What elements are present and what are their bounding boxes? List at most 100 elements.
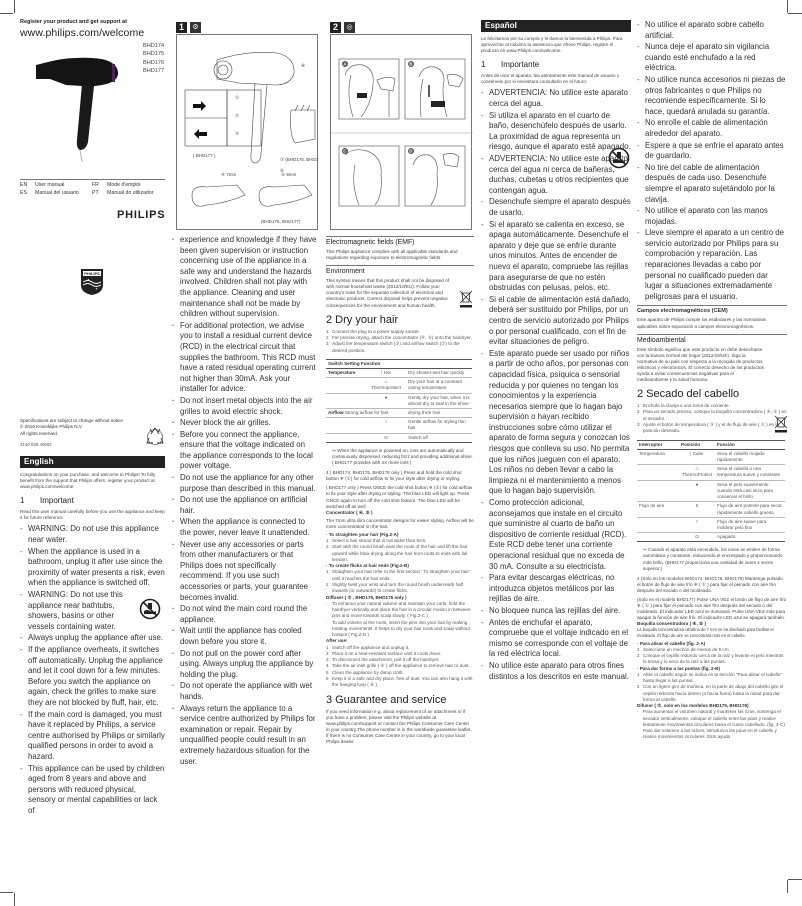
table-cell: ● (679, 479, 715, 502)
warning-item: WARNING: Do not use this appliance near … (20, 590, 165, 632)
section-title: Important (40, 496, 74, 506)
medioambiental-text: Este símbolo significa que este producto… (637, 346, 764, 383)
emf-text: This Philips appliance complies with all… (326, 249, 458, 261)
welcome-url[interactable]: www.philips.com/welcome (20, 27, 145, 39)
warning-item: No enrolle el cable de alimentación alre… (637, 118, 787, 139)
document-number: 3140 035 40662 (20, 442, 52, 447)
advertencias-list: No utilice el aparato sobre cabello arti… (637, 20, 787, 302)
warning-item: For additional protection, we advise you… (172, 321, 318, 395)
section-number: 1 (20, 496, 25, 506)
english-header: English (20, 456, 165, 468)
spec-notice: Specifications are subject to change wit… (20, 418, 123, 423)
no-water-icon (608, 147, 630, 169)
warning-continuation: experience and knowledge if they have be… (172, 235, 318, 320)
crop-mark (0, 13, 13, 14)
lang-code-en: EN (20, 182, 28, 188)
straighten-heading: · To straighten your hair (Fig.2-A) (326, 532, 399, 537)
puntas-heading: · Para dar forma a las puntas (fig. 2-B) (637, 665, 720, 671)
switch-table: Switch Setting Function Temperature⸽ Hot… (326, 358, 472, 443)
dry-hair-heading: 2 Dry your hair (326, 313, 399, 326)
warning-item: Espere a que se enfríe el aparato antes … (637, 141, 787, 162)
table-cell: Dry shower-wet hair quickly (408, 370, 465, 376)
philips-shield-icon: PHILIPS (81, 269, 103, 295)
svg-text:( BHD177 ): ( BHD177 ) (193, 153, 216, 158)
warning-item: Do not insert metal objects into the air… (172, 396, 318, 417)
table-header: Switch Setting Function (326, 358, 472, 370)
table-cell: ♨Thermoprotect (366, 377, 406, 394)
point-item: ·To add volume at the roots, insert the … (326, 619, 470, 638)
step-text: For precise drying, attach the concentra… (332, 334, 472, 340)
svg-text:②: ② (235, 113, 240, 118)
table-cell: Temperature (328, 370, 356, 376)
svg-text:⑤ 9mm: ⑤ 9mm (281, 172, 297, 177)
table-cell: Airflow Strong airflow for fast (326, 408, 406, 418)
secado-heading: 2 Secado del cabello (637, 388, 740, 401)
warning-item: If the main cord is damaged, you must ha… (20, 710, 165, 763)
table-cell: Flujo de aire (637, 501, 679, 518)
ions-note: ↪ When the appliance is powered on, ions… (332, 447, 473, 466)
product-diagram: ⑧ ① ② ③ ⑦ (BHD175, BHD176) ⑥ ④ 7mm ⑤ 9mm… (184, 52, 325, 224)
legal-notice: Specifications are subject to change wit… (20, 418, 123, 437)
warning-item: Si el aparato se calienta en exceso, se … (481, 220, 631, 294)
english-intro: Congratulations on your purchase, and we… (20, 472, 156, 490)
warning-item: This appliance can be used by children a… (20, 764, 165, 817)
warning-item: ADVERTENCIA: No utilice este aparato cer… (481, 154, 631, 196)
model-list: BHD174 BHD175 BHD176 BHD177 (143, 42, 164, 76)
cem-text: Este aparato de Philips cumple los están… (637, 317, 766, 329)
step-text: Adjust the temperature switch (③) and ai… (332, 341, 460, 353)
svg-text:PHILIPS: PHILIPS (84, 271, 100, 276)
lang-label-fr[interactable]: Mode d'emploi (107, 182, 141, 188)
svg-text:④ 7mm: ④ 7mm (221, 172, 237, 177)
lang-label-en[interactable]: User manual (35, 182, 65, 188)
recycle-icon (146, 427, 164, 445)
svg-text:B: B (409, 62, 413, 67)
warning-item: WARNING: Do not use this appliance near … (20, 524, 165, 545)
lang-label-pt[interactable]: Manual do utilizador (107, 190, 154, 196)
cold-shot-step: 4 ( BHD174, BHD175, BHD176 only ) Press … (326, 470, 462, 482)
warning-item: Si utiliza el aparato en el cuarto de ba… (481, 111, 631, 153)
table-cell (637, 479, 679, 502)
concentrator-text: The 7mm ultra slim concentrator designs … (326, 517, 474, 529)
table-cell (326, 392, 366, 409)
table-cell (326, 432, 366, 443)
crop-mark (14, 0, 15, 13)
spanish-col5: No utilice el aparato sobre cabello arti… (637, 20, 787, 741)
medioambiental-heading: Medioambiental (637, 333, 787, 344)
warning-item: Do not use the appliance on artificial h… (172, 495, 318, 516)
lang-label-es[interactable]: Manual del usuario (35, 190, 79, 196)
figure1-panel: ⑧ ① ② ③ ⑦ (BHD175, BHD176) ⑥ ④ 7mm ⑤ 9mm… (176, 34, 325, 230)
warning-item: Never use any accessories or parts from … (172, 540, 318, 604)
important-intro: Read this user manual carefully before y… (20, 509, 165, 521)
warning-item: Lleve siempre el aparato a un centro de … (637, 228, 787, 302)
figure-number: 1 (176, 22, 187, 33)
table-cell (637, 532, 679, 543)
guarantee-text: If you need information e.g. about repla… (326, 708, 472, 745)
flicks-heading: · To create flicks at hair ends (Fig.2-B… (326, 563, 409, 569)
table-cell: O (679, 532, 715, 543)
bhd177-note: ( BHD177 only ) Press ONCE the cold shot… (326, 485, 473, 509)
difusor-points: ·Para aumentar el volumen natural y mant… (637, 709, 787, 740)
warning-item: No bloquee nunca las rejillas del aire. (481, 606, 631, 617)
aire-frio-step: 4 (Solo en los modelos BHD174, BHD175, B… (637, 575, 783, 593)
warning-item: No utilice este aparato para otros fines… (481, 661, 631, 682)
warning-item: No tire del cable de alimentación despué… (637, 163, 787, 205)
crop-mark (787, 880, 788, 893)
copyright: © 2016 Koninklijke Philips N.V. (20, 424, 83, 430)
warning-item: ADVERTENCIA: No utilice este aparato cer… (481, 88, 631, 109)
crop-mark (788, 879, 802, 880)
